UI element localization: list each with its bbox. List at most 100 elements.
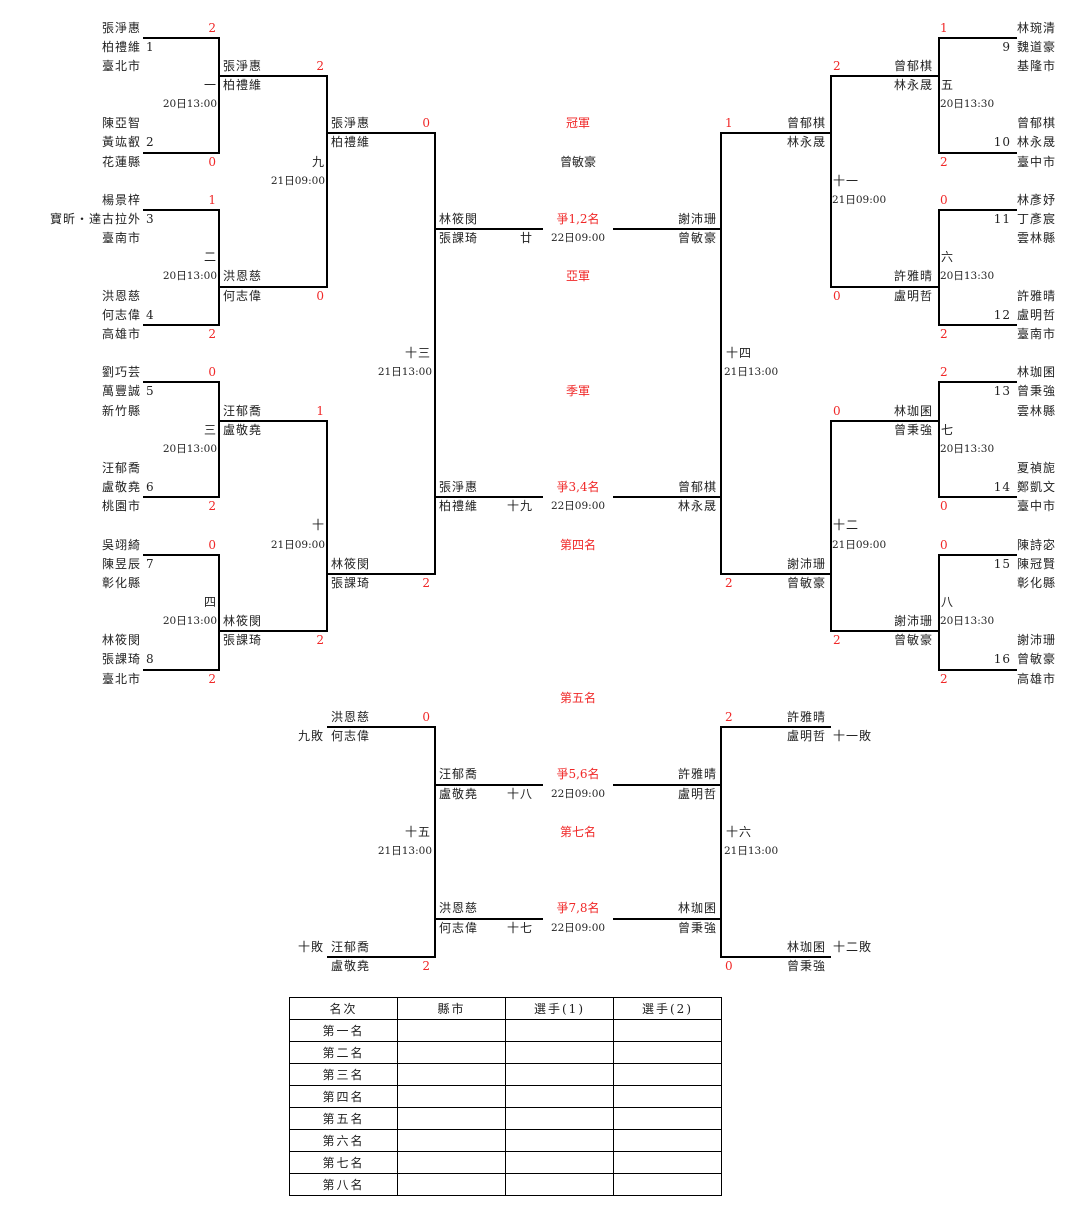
city-cell [397, 1019, 506, 1042]
bracket-line [327, 572, 435, 575]
score: 1 [940, 20, 949, 35]
match-number: 四 [203, 595, 217, 609]
table-row: 第四名 [289, 1085, 722, 1108]
seed-number: 15 [993, 556, 1011, 571]
player-name: 汪郁喬 [439, 767, 479, 782]
bracket-line [613, 228, 721, 231]
city-label: 臺北市 [101, 58, 141, 73]
match-number: 六 [941, 250, 955, 265]
score: 2 [725, 709, 734, 724]
bracket-line [831, 419, 939, 422]
match-time: 22日09:00 [550, 232, 606, 245]
bracket-line [219, 630, 327, 633]
bracket-line [831, 285, 939, 288]
fourth-label: 第四名 [559, 537, 596, 552]
player-1-cell [505, 1041, 614, 1064]
score: 2 [940, 365, 949, 380]
score: 2 [940, 671, 949, 686]
player-name: 柏禮維 [223, 77, 263, 92]
bracket-line [218, 209, 220, 326]
city-cell [397, 1129, 506, 1152]
seed-number: 10 [993, 135, 1011, 150]
bracket-line [219, 419, 327, 422]
bracket-line [613, 917, 721, 920]
player-name: 柏禮維 [331, 135, 371, 150]
bracket-line [434, 132, 436, 575]
player-name: 林永晟 [786, 135, 826, 150]
bracket-line [326, 74, 328, 288]
city-label: 雲林縣 [1017, 231, 1057, 246]
score: 0 [833, 403, 842, 418]
match-time: 20日13:30 [940, 270, 995, 283]
score: 2 [208, 326, 217, 341]
player-name: 張課琦 [223, 633, 263, 648]
player-name: 何志偉 [439, 920, 479, 935]
bracket-line [721, 726, 831, 729]
match-time: 20日13:30 [940, 98, 995, 111]
player-name: 曾郁棋 [1017, 116, 1057, 131]
match-time: 21日09:00 [270, 174, 325, 187]
bracket-line [435, 496, 543, 499]
seed-number: 9 [1002, 39, 1011, 54]
player-name: 盧明哲 [786, 729, 826, 744]
city-label: 高雄市 [1017, 671, 1057, 686]
city-cell [397, 1085, 506, 1108]
table-row: 第五名 [289, 1107, 722, 1130]
city-label: 彰化縣 [101, 575, 141, 590]
bracket-line [327, 132, 435, 135]
player-name: 柏禮維 [439, 499, 479, 514]
bracket-line [218, 381, 220, 499]
player-name: 柏禮維 [101, 39, 141, 54]
bracket-line [143, 36, 219, 39]
match-number: 十六 [726, 824, 753, 839]
player-2-cell [613, 1151, 722, 1174]
bracket-line [831, 74, 939, 77]
match-number: 九 [311, 154, 325, 169]
bracket-line [721, 572, 831, 575]
player-name: 張課琦 [331, 575, 371, 590]
player-name: 許雅晴 [786, 709, 826, 724]
player-2-cell [613, 1041, 722, 1064]
seed-number: 16 [993, 652, 1011, 667]
city-label: 臺中市 [1017, 154, 1057, 169]
seed-number: 3 [146, 212, 155, 226]
player-name: 林筱閔 [439, 212, 479, 226]
third-place-label: 爭3,4名 [556, 480, 600, 495]
bracket-line [939, 381, 1017, 384]
final-label: 爭1,2名 [556, 212, 600, 226]
score: 0 [422, 709, 431, 724]
player-2-cell [613, 1173, 722, 1196]
player-name: 何志偉 [223, 288, 263, 303]
player-name: 謝沛珊 [1017, 633, 1057, 648]
player-name: 張淨惠 [101, 20, 141, 35]
city-cell [397, 1041, 506, 1064]
player-name: 鄭凱文 [1017, 480, 1057, 495]
header-city: 縣市 [397, 997, 506, 1020]
player-name: 曾秉強 [677, 920, 717, 935]
bracket-line [435, 917, 543, 920]
city-label: 花蓮縣 [101, 154, 141, 169]
bracket-line [721, 132, 831, 135]
score: 2 [940, 326, 949, 341]
city-label: 新竹縣 [101, 403, 141, 418]
player-name: 萬豐誠 [101, 384, 141, 399]
match-number: 五 [941, 77, 955, 92]
match-time: 20日13:00 [162, 98, 217, 111]
seed-number: 1 [146, 39, 155, 54]
bracket-line [939, 151, 1017, 154]
score: 1 [725, 116, 734, 131]
city-label: 臺南市 [1017, 326, 1057, 341]
player-name: 寶昕・達古拉外 [49, 212, 141, 226]
bracket-line [939, 668, 1017, 671]
loser-source-label: 十敗 [297, 939, 324, 954]
seed-number: 7 [146, 556, 155, 571]
score: 0 [316, 288, 325, 303]
score: 0 [940, 192, 949, 207]
bracket-line [143, 209, 219, 211]
player-name: 陳昱辰 [101, 556, 141, 571]
score: 0 [940, 537, 949, 552]
player-name: 洪恩慈 [101, 288, 141, 303]
match-number: 十九 [506, 499, 533, 514]
city-label: 桃園市 [101, 499, 141, 514]
player-name: 張課琦 [439, 231, 479, 246]
